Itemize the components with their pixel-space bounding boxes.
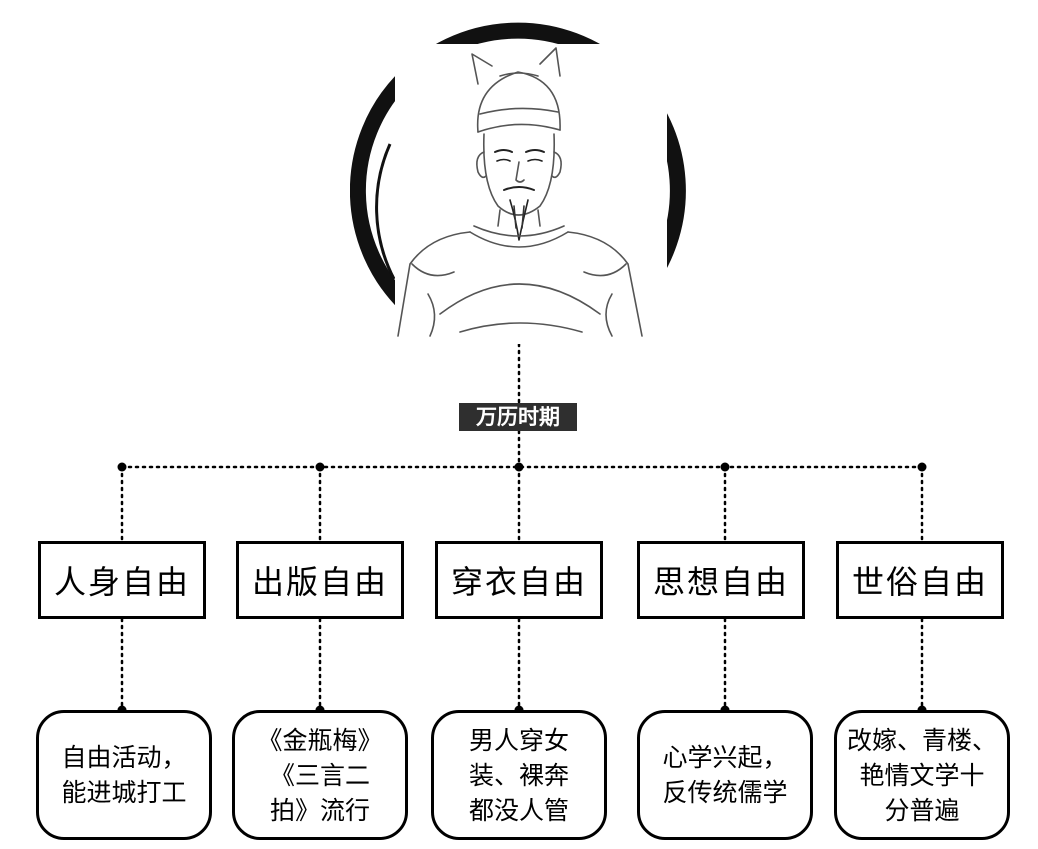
detail-text: 男人穿女 装、裸奔 都没人管 [468, 725, 569, 825]
freedom-box-thought: 思想自由 [637, 541, 805, 619]
freedom-box-personal: 人身自由 [38, 541, 206, 619]
junction-dot [117, 462, 127, 472]
detail-text: 心学兴起， 反传统儒学 [662, 743, 788, 807]
junction-dot [514, 462, 524, 472]
detail-box-thought: 心学兴起， 反传统儒学 [637, 710, 813, 840]
emperor-portrait-icon [350, 22, 686, 344]
junction-dot [720, 462, 730, 472]
freedom-box-secular: 世俗自由 [836, 541, 1004, 619]
junction-dot [917, 462, 927, 472]
freedom-box-clothing: 穿衣自由 [435, 541, 603, 619]
detail-box-secular: 改嫁、青楼、 艳情文学十 分普遍 [834, 710, 1010, 840]
detail-text: 自由活动， 能进城打工 [61, 743, 187, 807]
detail-text: 《金瓶梅》 《三言二 拍》流行 [257, 725, 383, 825]
center-label: 万历时期 [459, 403, 577, 431]
detail-box-clothing: 男人穿女 装、裸奔 都没人管 [431, 710, 607, 840]
detail-box-publishing: 《金瓶梅》 《三言二 拍》流行 [232, 710, 408, 840]
junction-dot [315, 462, 325, 472]
freedom-box-publishing: 出版自由 [236, 541, 404, 619]
detail-text: 改嫁、青楼、 艳情文学十 分普遍 [846, 725, 997, 825]
detail-box-personal: 自由活动， 能进城打工 [36, 710, 212, 840]
